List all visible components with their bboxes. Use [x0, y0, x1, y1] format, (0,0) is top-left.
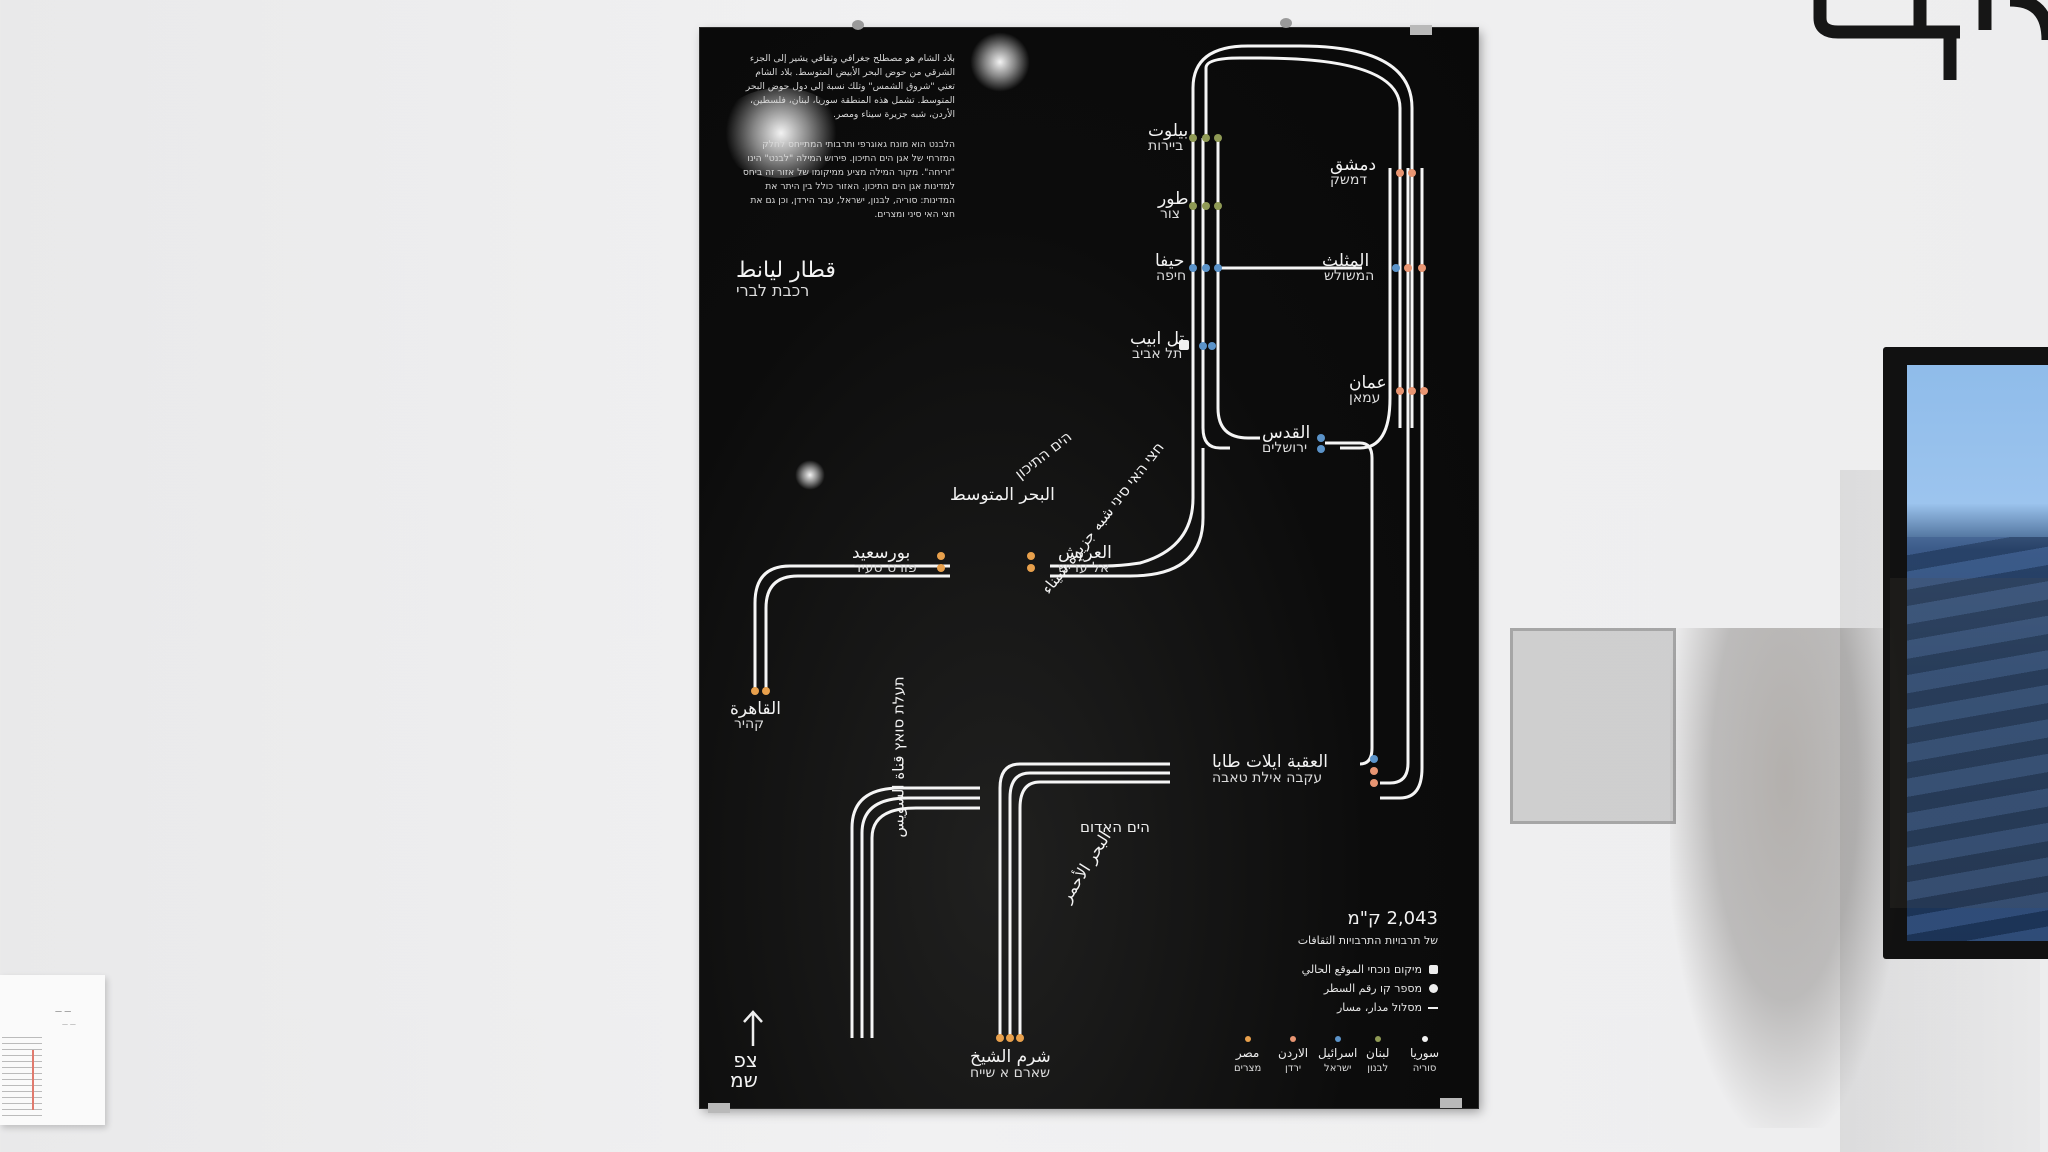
station-portsaid-ar: بورسعيد [852, 543, 911, 563]
legend-subtitle: של תרבויות התרבויות الثقافات [1297, 934, 1438, 947]
monitor-image-ruins [1907, 537, 2048, 941]
country-israel-he: ישראל [1324, 1063, 1352, 1074]
country-syria-dot [1421, 1036, 1428, 1042]
country-israel-ar: اسرائيل [1318, 1046, 1358, 1060]
legend-dot-icon [1429, 984, 1438, 993]
wall-logo-icon [1813, 0, 2048, 80]
station-telaviv-ar: تل ابيب [1130, 329, 1185, 349]
compass-label: צפ שמ [730, 1048, 758, 1092]
station-damascus-he: דמשק [1330, 172, 1368, 188]
country-egypt-he: מצרים [1234, 1063, 1262, 1074]
legend-line-icon [1428, 1007, 1438, 1009]
station-beirut-ar: بيلوت [1148, 121, 1189, 141]
station-sharm-ar: شرم الشيخ [970, 1047, 1051, 1067]
light-glare-2 [970, 32, 1030, 92]
label-suez: תעלת סואץ قناة السويس [889, 676, 908, 838]
station-haifa-ar: حيفا [1155, 251, 1185, 271]
country-egypt: مصر מצרים [1234, 1036, 1261, 1076]
country-syria: سوريا סוריה [1410, 1036, 1439, 1076]
label-card-text-lines [2, 1037, 42, 1117]
poster-screw-tr [1280, 18, 1292, 28]
label-red-sea-he: הים האדום [1080, 818, 1150, 836]
country-syria-ar: سوريا [1410, 1046, 1440, 1060]
country-lebanon-ar: لبنان [1366, 1046, 1390, 1060]
location-marker-icon [1179, 340, 1189, 350]
station-damascus-ar: دمشق [1330, 155, 1377, 175]
route-lines [753, 44, 1424, 1038]
label-card-title: — — [55, 1007, 72, 1015]
station-cairo-he: קהיר [734, 716, 765, 732]
label-med-sea-ar: البحر المتوسط [950, 485, 1055, 505]
station-jerusalem-he: ירושלים [1262, 440, 1308, 456]
country-jordan-he: ירדן [1285, 1063, 1302, 1074]
poster-screw-tl [852, 20, 864, 30]
label-card-accent [32, 1050, 34, 1110]
country-jordan-ar: الاردن [1278, 1046, 1309, 1060]
station-amman-ar: عمان [1349, 373, 1387, 393]
station-arish-ar: العريش [1058, 543, 1112, 563]
country-egypt-dot [1244, 1036, 1251, 1042]
poster-clip-br [1440, 1098, 1462, 1108]
station-sharm-he: שארם א שייח [970, 1065, 1051, 1081]
country-jordan: الاردن ירדן [1278, 1036, 1308, 1076]
station-triangle-ar: المثلث [1322, 251, 1370, 271]
country-egypt-ar: مصر [1235, 1046, 1260, 1060]
poster-title-he: רכבת לברי [736, 281, 810, 300]
station-haifa-he: חיפה [1156, 268, 1187, 284]
legend: 2,043 ק"מ של תרבויות התרבויות الثقافات מ… [1218, 908, 1438, 1048]
exhibit-label-card: — — — — [0, 975, 105, 1125]
poster-clip-bl [708, 1103, 730, 1113]
light-glare-1 [716, 88, 846, 178]
poster-title-ar: قطار ليانط [736, 258, 836, 283]
station-beirut-he: ביירות [1148, 138, 1184, 154]
reflection-photographer [1670, 628, 1900, 1128]
station-telaviv-he: תל אביב [1132, 346, 1183, 362]
arrow-up-icon [743, 1010, 763, 1046]
country-key: سوريا סוריה لبنان לבנון اسرائيل ישראל ال… [1230, 1036, 1440, 1086]
country-israel: اسرائيل ישראל [1318, 1036, 1357, 1076]
intro-text-ar: بلاد الشام هو مصطلح جغرافي وثقافي يشير إ… [745, 53, 955, 120]
legend-marker-icon [1429, 965, 1438, 974]
country-lebanon-dot [1374, 1036, 1381, 1042]
country-jordan-dot [1290, 1036, 1297, 1042]
country-israel-dot [1334, 1036, 1341, 1042]
light-glare-3 [795, 460, 825, 490]
station-aqaba-he: עקבה אילת טאבה [1212, 770, 1323, 786]
station-triangle-he: המשולש [1324, 268, 1375, 284]
wall-monitor [1883, 347, 2048, 959]
intro-text-he: הלבנט הוא מונח גאוגרפי ותרבותי המתייחס ל… [742, 139, 955, 220]
country-lebanon-he: לבנון [1367, 1063, 1389, 1074]
station-tyre-he: צור [1160, 206, 1181, 222]
transit-map-poster: بلاد الشام هو مصطلح جغرافي وثقافي يشير إ… [700, 28, 2048, 1128]
station-tyre-ar: طور [1158, 189, 1189, 209]
reflection-exhibit [1890, 578, 2048, 908]
station-aqaba-ar: العقبة ايلات طابا [1212, 752, 1328, 772]
legend-line-number: מספר קו رقم السطر [1323, 982, 1422, 995]
label-card-subtitle: — — [62, 1021, 76, 1028]
station-portsaid-he: פורט סעיד [854, 560, 917, 576]
station-arish-he: אל עריש [1058, 560, 1110, 576]
route-map [751, 44, 1428, 1042]
poster-clip-tr [1410, 25, 1432, 35]
station-amman-he: עמאן [1349, 390, 1381, 406]
legend-total: 2,043 ק"מ [1347, 908, 1438, 929]
country-syria-he: סוריה [1412, 1063, 1437, 1074]
station-cairo-ar: القاهرة [730, 699, 781, 719]
legend-you-are-here: מיקום נוכחי الموقع الحالي [1301, 963, 1422, 976]
station-dots [751, 134, 1428, 1042]
reflection-board [1510, 628, 1676, 824]
legend-route: מסלול مدار، مسار [1336, 1001, 1422, 1014]
country-lebanon: لبنان לבנון [1366, 1036, 1389, 1076]
station-jerusalem-ar: القدس [1262, 423, 1311, 443]
